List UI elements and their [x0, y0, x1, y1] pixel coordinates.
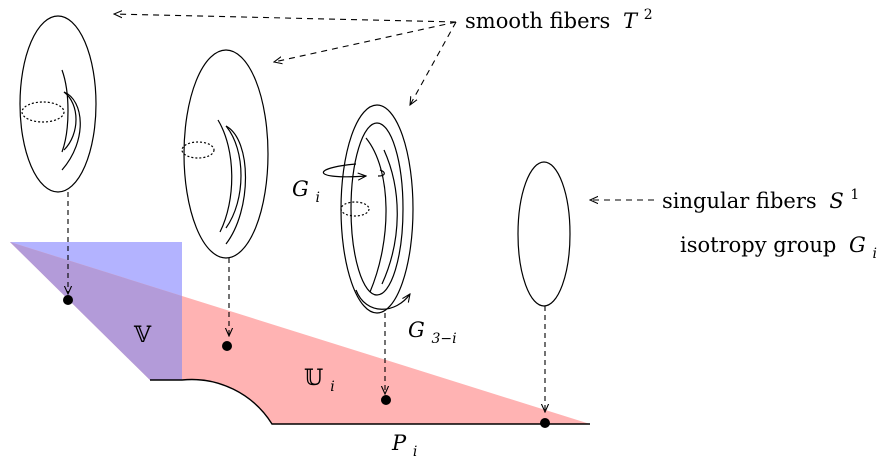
smooth-fibers-math: T [623, 9, 639, 33]
U-sub: i [330, 379, 334, 395]
isotropy-group-label: isotropy group [680, 233, 836, 257]
svg-text:𝕌 i: 𝕌 i [304, 366, 335, 395]
torus-fiber-3 [322, 104, 414, 314]
P-sub: i [413, 444, 417, 460]
smooth-fibers-label: smooth fibers [465, 9, 610, 33]
singular-fiber [517, 161, 571, 307]
P-label: P [391, 431, 407, 455]
singular-fibers-math: S [829, 189, 843, 213]
G-3-i-sub: 3−i [431, 331, 456, 347]
singular-fibers-label: singular fibers [662, 189, 817, 213]
labels: smooth fibers T 2 singular fibers S 1 is… [133, 7, 877, 460]
V-label: 𝕍 [133, 323, 152, 348]
isotropy-sub: i [873, 246, 877, 262]
torus-fiber-1 [19, 15, 97, 193]
svg-text:isotropy group G i: isotropy group G i [680, 233, 877, 262]
base-points [63, 295, 550, 428]
base-regions [10, 242, 590, 425]
G-i-label: G [292, 177, 309, 201]
singular-fibers-sup: 1 [850, 187, 859, 203]
label-arrows [114, 14, 654, 200]
G-3-i-label: G [408, 318, 425, 342]
svg-text:P i: P i [391, 431, 417, 460]
svg-text:G 3−i: G 3−i [408, 318, 457, 347]
torus-fiber-2 [181, 49, 269, 259]
svg-text:smooth fibers T 2: smooth fibers T 2 [465, 7, 653, 33]
isotropy-math: G [849, 233, 866, 257]
G-i-sub: i [315, 190, 319, 206]
projection-arrows [68, 192, 545, 412]
base-boundary [150, 378, 590, 425]
svg-text:G i: G i [292, 177, 320, 206]
region-overlap [10, 242, 182, 380]
smooth-fibers-sup: 2 [644, 7, 653, 23]
svg-text:singular fibers S: singular fibers S 1 [662, 187, 859, 213]
U-label: 𝕌 [304, 366, 323, 391]
